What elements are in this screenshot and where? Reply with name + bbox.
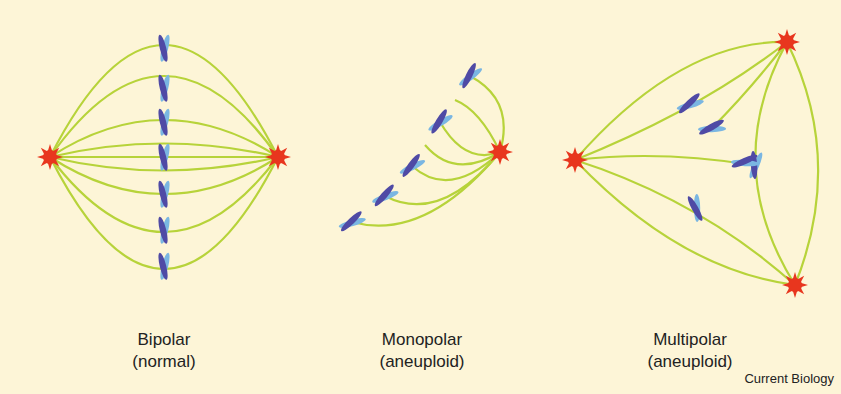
chromosome bbox=[336, 208, 368, 235]
chromosome bbox=[157, 143, 172, 172]
spindle-fiber bbox=[575, 160, 795, 285]
spindle-fiber bbox=[755, 42, 795, 285]
spindle-fiber bbox=[50, 45, 278, 157]
spindle-fiber bbox=[50, 157, 278, 269]
spindle-fiber bbox=[575, 160, 795, 285]
spindle-label: Bipolar bbox=[138, 330, 191, 350]
monopolar-chromosomes bbox=[336, 60, 485, 235]
spindle-fiber bbox=[712, 42, 787, 128]
spindle-status: (aneuploid) bbox=[379, 352, 464, 372]
chromosome bbox=[455, 60, 485, 92]
centrosome bbox=[37, 144, 63, 170]
spindle-fiber bbox=[412, 152, 500, 180]
centrosome bbox=[562, 147, 588, 173]
bipolar-chromosomes bbox=[157, 34, 172, 281]
spindle-label: Multipolar bbox=[653, 330, 727, 350]
chromosome bbox=[674, 90, 706, 117]
chromosome bbox=[157, 252, 172, 281]
spindle-fiber bbox=[575, 156, 752, 165]
chromosome bbox=[729, 152, 760, 172]
chromosome bbox=[696, 117, 728, 139]
chromosome bbox=[157, 216, 172, 245]
chromosome bbox=[424, 107, 455, 138]
chromosome bbox=[157, 108, 172, 137]
chromosome bbox=[369, 182, 401, 211]
centrosome bbox=[265, 144, 291, 170]
bipolar-fibers bbox=[50, 45, 278, 269]
journal-credit: Current Biology bbox=[744, 371, 834, 387]
monopolar-fibers bbox=[352, 76, 504, 226]
chromosome bbox=[157, 34, 172, 63]
multipolar-fibers bbox=[575, 42, 818, 285]
centrosome bbox=[487, 139, 513, 165]
spindle-fiber bbox=[787, 42, 818, 285]
spindle-fiber bbox=[440, 122, 500, 155]
multipolar-chromosomes bbox=[674, 90, 765, 224]
chromosome bbox=[157, 74, 172, 103]
chromosome bbox=[157, 180, 172, 209]
centrosome bbox=[774, 29, 800, 55]
spindle-status: (normal) bbox=[132, 352, 195, 372]
chromosome bbox=[396, 151, 428, 181]
spindle-status: (aneuploid) bbox=[647, 352, 732, 372]
spindle-label: Monopolar bbox=[382, 330, 462, 350]
centrosome bbox=[782, 272, 808, 298]
spindle-fiber bbox=[425, 145, 500, 164]
chromosome bbox=[685, 192, 707, 224]
